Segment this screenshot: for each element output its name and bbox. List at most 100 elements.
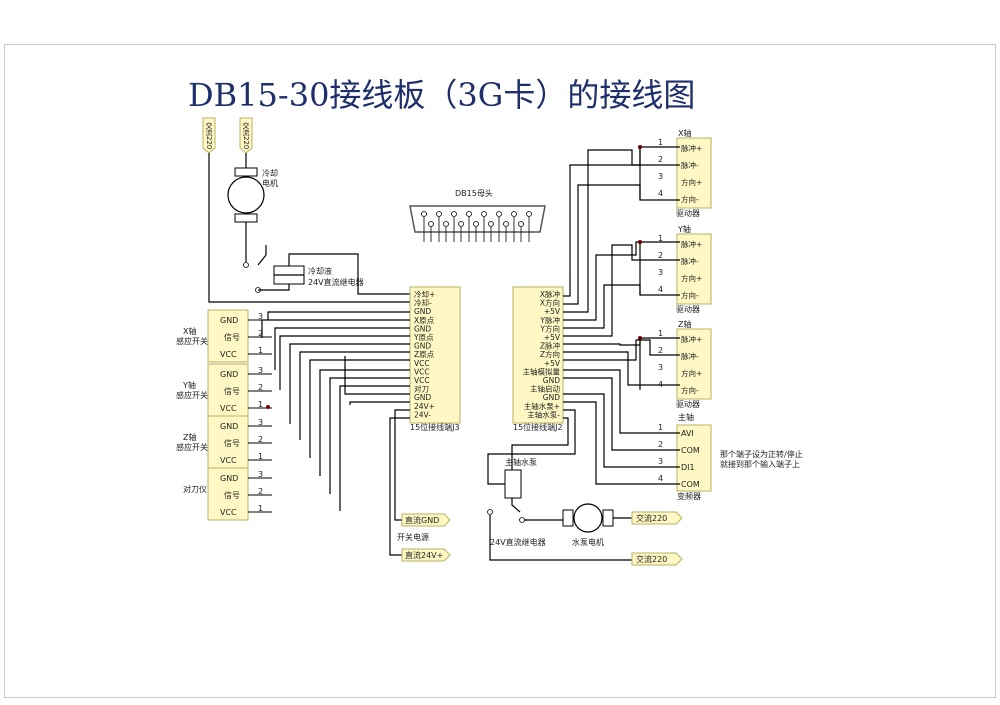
pump-motor-label: 水泵电机 — [572, 537, 604, 547]
j2-pin: 主轴水泵+ — [524, 401, 560, 411]
driver-pin-number: 3 — [658, 268, 663, 277]
sensor-sub: 感应开关 — [176, 390, 208, 400]
sensor-name: X轴 — [183, 326, 196, 336]
driver-pin-label: 脉冲+ — [681, 334, 702, 344]
pump-relay-label: 24V直流继电器 — [490, 537, 546, 547]
sensor-pin-number: 1 — [258, 400, 263, 409]
ac-power-tag-2: 交流220 — [239, 117, 253, 154]
sensor-pin-label: VCC — [220, 508, 237, 517]
db15-pin-top — [481, 211, 487, 217]
db15-pin-bottom — [518, 221, 524, 227]
db15-pin-top — [526, 211, 532, 217]
sensor-pin-number: 1 — [258, 346, 263, 355]
j3-pin: GND — [414, 324, 431, 333]
driver-pin-number: 2 — [658, 346, 663, 355]
terminal-block-j2: X脉冲X方向+5VY脉冲Y方向+5VZ脉冲Z方向+5V主轴模拟量GND主轴启动G… — [512, 286, 564, 432]
sensor-name: Z轴 — [183, 432, 196, 442]
pump-motor: 水泵电机 — [489, 503, 632, 561]
driver-pin-number: 1 — [658, 329, 663, 338]
j3-pin: Y原点 — [413, 333, 434, 342]
driver-pin-label: 脉冲- — [681, 160, 699, 170]
sensor-pin-label: GND — [220, 422, 238, 431]
j2-pin: 主轴水泵- — [527, 409, 560, 419]
sensor-name: 对刀仪 — [183, 484, 207, 494]
driver-pin-label: 方向- — [681, 290, 699, 300]
j3-pin: GND — [414, 307, 431, 316]
page-frame — [4, 44, 996, 698]
sensor-pin-number: 3 — [258, 470, 263, 479]
driver-pin-label: 方向+ — [681, 177, 702, 187]
sensor-pin-number: 3 — [258, 366, 263, 375]
j2-pin: +5V — [544, 307, 561, 316]
vfd-pin-label: DI1 — [681, 463, 695, 472]
j3-pin: 24V- — [414, 410, 431, 419]
ac-label-1: 交流220 — [205, 121, 213, 149]
db15-pin-top — [466, 211, 472, 217]
db15-pin-bottom — [488, 221, 494, 227]
j3-pin: Z原点 — [414, 350, 435, 359]
j2-pin: Y方向 — [539, 323, 560, 333]
driver-axis: Z轴 — [678, 319, 691, 329]
driver-pin-label: 脉冲- — [681, 256, 699, 266]
driver-pin-number: 2 — [658, 155, 663, 164]
switch-power-gnd-tag: 直流GND — [401, 513, 451, 527]
j2-pin: X方向 — [540, 298, 560, 308]
pump-ac-1: 交流220 — [636, 513, 667, 523]
vfd-pin-number: 3 — [658, 457, 663, 466]
j3-pin: 24V+ — [414, 402, 435, 411]
j2-pin: GND — [543, 376, 560, 385]
sensor-sub: 感应开关 — [176, 336, 208, 346]
j2-pin: X脉冲 — [540, 289, 560, 299]
vfd-label: 变频器 — [677, 491, 701, 501]
switch-power-24v: 直流24V+ — [405, 550, 443, 560]
sensor-pin-number: 2 — [258, 435, 263, 444]
driver-pin-label: 方向+ — [681, 273, 702, 283]
j2-pin: Y脉冲 — [539, 315, 560, 325]
db15-pin-top — [436, 211, 442, 217]
driver-pin-number: 4 — [658, 189, 663, 198]
page-title: DB15-30接线板（3G卡）的接线图 — [188, 76, 696, 114]
switch-power-name: 开关电源 — [397, 532, 429, 542]
sensor-pin-number: 3 — [258, 312, 263, 321]
sensor-pin-number: 3 — [258, 418, 263, 427]
sensor-pin-label: VCC — [220, 350, 237, 359]
driver-pin-number: 1 — [658, 234, 663, 243]
db15-pin-bottom — [473, 221, 479, 227]
sensor-pin-number: 2 — [258, 487, 263, 496]
coolant-relay: 冷却液 24V直流继电器 — [273, 265, 364, 287]
db15-connector: DB15母头 — [409, 188, 546, 242]
sensor-pin-number: 1 — [258, 504, 263, 513]
j3-label: 15位接线端J3 — [410, 422, 460, 432]
j2-pin: +5V — [544, 333, 561, 342]
sensor-sub: 感应开关 — [176, 442, 208, 452]
j2-label: 15位接线端J2 — [513, 422, 563, 432]
sensor-pin-label: GND — [220, 370, 238, 379]
ac-pump-tag-2: 交流220 — [631, 552, 683, 566]
driver-pin-number: 3 — [658, 363, 663, 372]
driver-label: 驱动器 — [676, 399, 700, 409]
j2-pin: GND — [543, 393, 560, 402]
vfd-pin-label: COM — [681, 480, 700, 489]
sensor-pin-label: GND — [220, 316, 238, 325]
db15-pin-bottom — [443, 221, 449, 227]
sensor-pin-label: 信号 — [224, 490, 240, 500]
sensor-pin-number: 2 — [258, 329, 263, 338]
db15-pin-top — [421, 211, 427, 217]
driver-pin-label: 方向- — [681, 385, 699, 395]
db15-pin-bottom — [428, 221, 434, 227]
driver-label: 驱动器 — [676, 304, 700, 314]
sensor-pin-label: 信号 — [224, 386, 240, 396]
j3-pin: VCC — [414, 376, 430, 385]
terminal-block-j3: 冷却+冷却-GNDX原点GNDY原点GNDZ原点VCCVCCVCC对刀GND24… — [409, 286, 461, 432]
driver-label: 驱动器 — [676, 208, 700, 218]
sensor-pin-number: 2 — [258, 383, 263, 392]
driver-pin-number: 4 — [658, 285, 663, 294]
j3-pin: VCC — [414, 359, 430, 368]
